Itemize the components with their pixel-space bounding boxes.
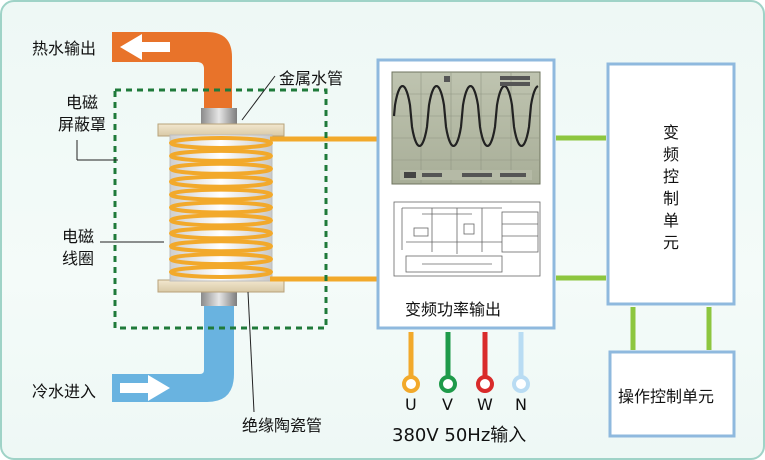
flange-top [157, 123, 285, 137]
em-shield-label-line2: 屏蔽罩 [57, 115, 106, 134]
metal-pipe-label: 金属水管 [279, 69, 344, 88]
phase-n-label: N [515, 395, 527, 414]
coil-turn [169, 136, 273, 150]
phase-n-wire [512, 332, 530, 393]
oscilloscope-screen [391, 71, 541, 185]
coil-turn [169, 200, 273, 215]
arrow-right-icon [120, 375, 170, 401]
phase-w-label: W [477, 395, 493, 414]
em-coil-label: 电磁 线圈 [54, 226, 102, 270]
inverter-control-label: 变频控制单元 [662, 123, 679, 252]
control-links [556, 135, 712, 350]
coil-turn [169, 161, 273, 176]
cold-water-in-label: 冷水进入 [32, 382, 97, 401]
leader-lines [76, 75, 276, 413]
em-shield-label: 电磁 屏蔽罩 [52, 92, 112, 136]
arrow-left-icon [120, 34, 170, 60]
operation-control-label: 操作控制单元 [618, 387, 715, 406]
phase-v-wire [439, 332, 457, 393]
em-shield-label-line1: 电磁 [65, 93, 98, 112]
em-coil-label-line2: 线圈 [61, 249, 94, 268]
operation-control-box [608, 350, 736, 438]
circuit-schematic [393, 201, 541, 277]
cold-water-pipe [112, 302, 234, 402]
coil-turn [169, 213, 273, 228]
em-shield [113, 88, 328, 330]
inverter-control-box [606, 62, 736, 306]
coil-turn [169, 187, 273, 202]
em-coil-label-line1: 电磁 [61, 227, 94, 246]
coil-turn [169, 174, 273, 189]
ceramic-tube [169, 134, 273, 282]
power-supply-label: 380V 50Hz输入 [392, 425, 527, 446]
phase-u-wire [402, 332, 420, 393]
coil-turn [169, 239, 273, 254]
ceramic-tube-label: 绝缘陶瓷管 [242, 416, 323, 435]
coil-turn [169, 252, 273, 267]
hot-water-out-label: 热水输出 [32, 39, 97, 58]
coil-turn [169, 265, 273, 279]
coil-turn [169, 148, 273, 163]
phase-v-label: V [442, 395, 453, 414]
coil-turn [169, 226, 273, 241]
inverter-output-label: 变频功率输出 [405, 300, 502, 319]
waveform [392, 85, 539, 147]
coil [169, 136, 273, 279]
phase-w-wire [476, 332, 494, 393]
phase-u-label: U [405, 395, 417, 414]
flange-bottom [157, 279, 285, 293]
